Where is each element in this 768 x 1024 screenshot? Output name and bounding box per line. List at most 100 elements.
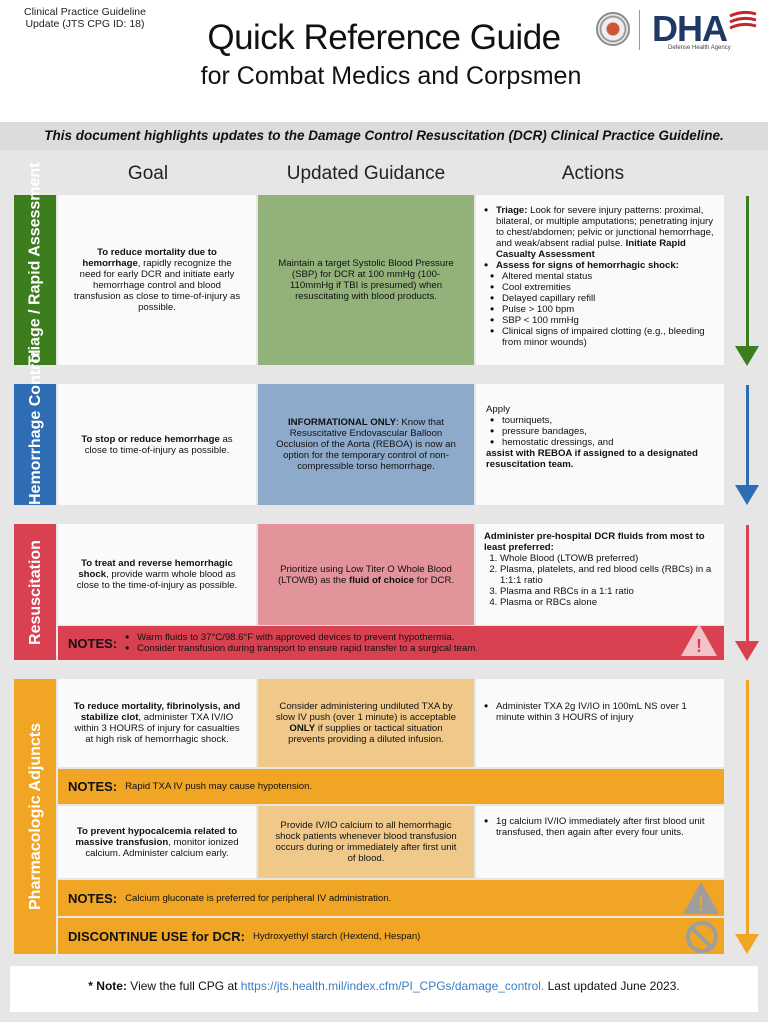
txa-notes: NOTES: Rapid TXA IV push may cause hypot… [58, 769, 724, 804]
discontinue-title: DISCONTINUE USE for DCR: [68, 928, 245, 944]
calcium-action-item: 1g calcium IV/IO immediately after first… [484, 816, 716, 838]
resuscitation-goal-text: , provide warm whole blood as close to t… [76, 569, 238, 591]
triage-action-text: Look for severe injury patterns: proxima… [496, 205, 714, 249]
resuscitation-notes: NOTES: Warm fluids to 37°C/98.6°F with a… [58, 626, 724, 660]
flag-stripes-icon [729, 10, 757, 30]
warning-icon-mark: ! [698, 894, 704, 914]
resuscitation-arrow-line [746, 525, 749, 643]
logo-divider [639, 10, 640, 50]
txa-goal: To reduce mortality, fibrinolysis, and s… [58, 679, 256, 767]
section-tab-pharm: Pharmacologic Adjuncts [14, 679, 56, 954]
txa-guidance-text: Consider administering undiluted TXA by … [275, 701, 457, 723]
warning-icon-mark: ! [696, 636, 702, 656]
resuscitation-guidance-end: for DCR. [414, 574, 455, 586]
hemorrhage-items-list: tourniquets, pressure bandages, hemostat… [490, 415, 716, 448]
footer-text: View the full CPG at [126, 979, 241, 993]
assess-action-item: Assess for signs of hemorrhagic shock: A… [484, 260, 716, 348]
triage-guidance-text: Maintain a target Systolic Blood Pressur… [278, 258, 454, 302]
calcium-goal-bold: To prevent hypocalcemia related to massi… [75, 825, 238, 848]
section-tab-resuscitation: Resuscitation [14, 524, 56, 660]
triage-actions-list: Triage: Look for severe injury patterns:… [484, 205, 716, 348]
hemorrhage-goal: To stop or reduce hemorrhage as close to… [58, 384, 256, 505]
calcium-notes: NOTES: Calcium gluconate is preferred fo… [58, 880, 724, 916]
column-header-guidance: Updated Guidance [286, 163, 446, 184]
resuscitation-actions: Administer pre-hospital DCR fluids from … [476, 524, 724, 625]
cpg-link[interactable]: https://jts.health.mil/index.cfm/PI_CPGs… [240, 979, 545, 993]
triage-arrow-line [746, 196, 749, 348]
section-label-triage: Triage / Rapid Assessment [26, 161, 44, 365]
intro-banner: This document highlights updates to the … [0, 122, 768, 150]
hemorrhage-actions: Apply tourniquets, pressure bandages, he… [476, 384, 724, 505]
hemorrhage-guidance-text: : Know that Resuscitative Endovascular B… [276, 417, 456, 472]
cpg-label: Clinical Practice Guideline Update (JTS … [24, 6, 146, 30]
notes-title: NOTES: [68, 890, 118, 906]
hemorrhage-arrow-line [746, 385, 749, 487]
hemorrhage-goal-bold: To stop or reduce hemorrhage [81, 433, 220, 445]
warning-icon [683, 882, 719, 914]
discontinue-text: Hydroxyethyl starch (Hextend, Hespan) [252, 930, 421, 942]
triage-actions: Triage: Look for severe injury patterns:… [476, 195, 724, 365]
txa-guidance: Consider administering undiluted TXA by … [258, 679, 474, 767]
shock-signs-list: Altered mental status Cool extremities D… [490, 271, 716, 348]
down-arrow-icon [735, 346, 759, 366]
shock-sign: Cool extremities [490, 282, 716, 293]
resuscitation-notes-list: Warm fluids to 37°C/98.6°F with approved… [125, 632, 478, 654]
notes-title: NOTES: [68, 779, 118, 794]
calcium-goal: To prevent hypocalcemia related to massi… [58, 806, 256, 878]
footer-updated: Last updated June 2023. [544, 979, 680, 993]
reboa-assist: assist with REBOA if assigned to a desig… [486, 448, 698, 470]
fluid-item: Whole Blood (LTOWB preferred) [500, 553, 716, 564]
calcium-guidance: Provide IV/IO calcium to all hemorrhagic… [258, 806, 474, 878]
fluid-item: Plasma or RBCs alone [500, 597, 716, 608]
page-title: Quick Reference Guide [207, 18, 561, 57]
txa-guidance-end: if supplies or tactical situation preven… [288, 723, 444, 745]
txa-guidance-bold: ONLY [289, 723, 316, 734]
dha-logo: DHA [652, 8, 728, 49]
pharm-arrow-line [746, 680, 749, 936]
dha-logo-subtext: Defense Health Agency [668, 45, 731, 51]
fluids-heading: Administer pre-hospital DCR fluids from … [484, 531, 705, 553]
txa-action-item: Administer TXA 2g IV/IO in 100mL NS over… [484, 701, 716, 723]
note-item: Warm fluids to 37°C/98.6°F with approved… [125, 632, 478, 643]
page-subtitle: for Combat Medics and Corpsmen [200, 62, 582, 90]
resuscitation-goal: To treat and reverse hemorrhagic shock, … [58, 524, 256, 625]
shock-sign: Altered mental status [490, 271, 716, 282]
txa-goal-text: , administer TXA IV/IO within 3 HOURS of… [74, 712, 240, 745]
warning-icon [681, 624, 717, 656]
resuscitation-guidance: Prioritize using Low Titer O Whole Blood… [258, 524, 474, 625]
txa-actions: Administer TXA 2g IV/IO in 100mL NS over… [476, 679, 724, 767]
notes-title: NOTES: [68, 635, 118, 651]
calcium-guidance-text: Provide IV/IO calcium to all hemorrhagic… [275, 820, 457, 864]
txa-actions-list: Administer TXA 2g IV/IO in 100mL NS over… [484, 701, 716, 723]
section-tab-triage: Triage / Rapid Assessment [14, 161, 56, 365]
section-label-pharm: Pharmacologic Adjuncts [26, 723, 44, 910]
no-entry-icon [686, 921, 718, 953]
shock-sign: SBP < 100 mmHg [490, 315, 716, 326]
footer-note-label: * Note: [88, 979, 127, 993]
hemorrhage-goal-text: as close to time-of-injury as possible. [84, 433, 233, 456]
resuscitation-goal-bold: To treat and reverse hemorrhagic shock [78, 558, 233, 580]
apply-label: Apply [486, 404, 510, 415]
hemorrhage-item: hemostatic dressings, and [490, 437, 716, 448]
resuscitation-guidance-bold: fluid of choice [349, 574, 415, 586]
note-item: Consider transfusion during transport to… [125, 643, 478, 654]
column-header-goal: Goal [127, 163, 169, 184]
calcium-note-text: Calcium gluconate is preferred for perip… [125, 892, 392, 904]
assess-action-label: Assess for signs of hemorrhagic shock: [496, 260, 679, 271]
triage-goal-text: , rapidly recognize the need for early D… [73, 258, 241, 313]
txa-goal-bold: To reduce mortality, fibrinolysis, and s… [73, 701, 241, 723]
triage-action-bold: Initiate Rapid Casualty Assessment [496, 238, 686, 260]
calcium-actions: 1g calcium IV/IO immediately after first… [476, 806, 724, 878]
down-arrow-icon [735, 485, 759, 505]
hemorrhage-item: pressure bandages, [490, 426, 716, 437]
triage-goal: To reduce mortality due to hemorrhage, r… [58, 195, 256, 365]
hemorrhage-guidance-bold: INFORMATIONAL ONLY [287, 417, 397, 428]
txa-note-text: Rapid TXA IV push may cause hypotension. [125, 781, 313, 792]
triage-action-item: Triage: Look for severe injury patterns:… [484, 205, 716, 260]
hemorrhage-guidance: INFORMATIONAL ONLY: Know that Resuscitat… [258, 384, 474, 505]
shock-sign: Pulse > 100 bpm [490, 304, 716, 315]
column-header-actions: Actions [561, 163, 625, 184]
fluid-item: Plasma, platelets, and red blood cells (… [500, 564, 716, 586]
discontinue-bar: DISCONTINUE USE for DCR: Hydroxyethyl st… [58, 918, 724, 954]
dha-seal-icon [596, 12, 630, 46]
